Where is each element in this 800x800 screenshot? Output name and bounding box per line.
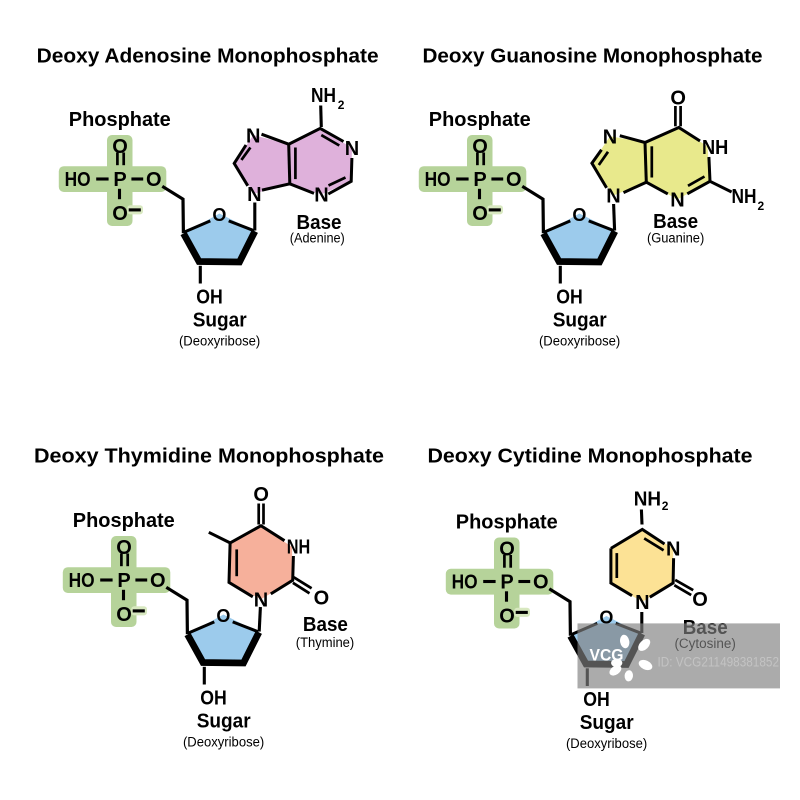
svg-text:HO: HO (65, 169, 91, 191)
svg-text:N: N (603, 127, 617, 149)
svg-text:Sugar: Sugar (193, 310, 247, 332)
svg-text:O: O (499, 606, 515, 628)
svg-text:O: O (506, 169, 522, 191)
svg-text:(Deoxyribose): (Deoxyribose) (183, 734, 264, 750)
svg-text:N: N (670, 190, 684, 212)
svg-text:O: O (112, 136, 128, 158)
svg-text:N: N (246, 125, 260, 147)
svg-text:Sugar: Sugar (580, 712, 634, 734)
svg-text:Deoxy Thymidine Monophosphate: Deoxy Thymidine Monophosphate (34, 446, 384, 468)
svg-text:(Deoxyribose): (Deoxyribose) (179, 333, 260, 349)
svg-text:N: N (635, 592, 649, 614)
svg-text:P: P (117, 570, 130, 592)
svg-text:NH: NH (287, 537, 311, 559)
svg-text:OH: OH (196, 287, 223, 309)
svg-text:2: 2 (338, 98, 345, 112)
svg-text:O: O (150, 570, 166, 592)
svg-text:O: O (499, 539, 515, 561)
svg-text:HO: HO (69, 570, 95, 592)
svg-text:P: P (113, 169, 126, 191)
svg-text:O: O (314, 588, 330, 610)
svg-text:Phosphate: Phosphate (69, 109, 171, 131)
svg-text:OH: OH (200, 688, 227, 710)
svg-text:N: N (314, 185, 328, 207)
svg-text:NH: NH (311, 85, 336, 107)
svg-text:N: N (666, 539, 680, 561)
svg-text:O: O (112, 203, 128, 225)
svg-text:2: 2 (662, 499, 669, 513)
svg-text:O: O (146, 169, 162, 191)
svg-text:(Thymine): (Thymine) (296, 635, 355, 651)
svg-text:Phosphate: Phosphate (73, 510, 175, 532)
svg-text:O: O (253, 484, 269, 506)
svg-text:N: N (247, 184, 261, 206)
svg-text:(Deoxyribose): (Deoxyribose) (566, 735, 647, 751)
svg-text:NH: NH (634, 489, 661, 511)
svg-text:Base: Base (303, 614, 348, 636)
svg-text:O: O (572, 205, 586, 225)
svg-text:Sugar: Sugar (197, 711, 251, 733)
svg-text:Sugar: Sugar (553, 310, 607, 332)
svg-text:ID: VCG211498381852: ID: VCG211498381852 (658, 654, 780, 670)
svg-text:NH: NH (732, 186, 757, 208)
svg-text:O: O (599, 608, 613, 628)
svg-text:(Deoxyribose): (Deoxyribose) (539, 333, 620, 349)
svg-text:2: 2 (758, 199, 765, 213)
svg-text:Phosphate: Phosphate (456, 511, 558, 533)
svg-text:P: P (473, 169, 486, 191)
svg-text:O: O (472, 136, 488, 158)
svg-text:O: O (533, 572, 549, 594)
svg-text:Deoxy Guanosine Monophosphate: Deoxy Guanosine Monophosphate (423, 46, 763, 68)
svg-text:O: O (116, 604, 132, 626)
svg-text:Phosphate: Phosphate (429, 109, 531, 131)
svg-text:O: O (670, 87, 686, 109)
svg-text:O: O (212, 205, 226, 225)
svg-text:O: O (692, 589, 708, 611)
svg-text:Base: Base (297, 212, 342, 234)
svg-text:P: P (500, 572, 513, 594)
svg-text:O: O (116, 537, 132, 559)
svg-text:OH: OH (583, 689, 610, 711)
svg-text:(Guanine): (Guanine) (647, 231, 704, 247)
svg-text:N: N (345, 138, 359, 160)
svg-text:N: N (606, 186, 620, 208)
svg-text:OH: OH (556, 287, 583, 309)
svg-text:Base: Base (653, 211, 698, 233)
svg-text:N: N (254, 590, 268, 612)
svg-text:O: O (216, 606, 230, 626)
svg-text:Deoxy Adenosine Monophosphate: Deoxy Adenosine Monophosphate (37, 46, 379, 68)
svg-text:O: O (472, 203, 488, 225)
svg-text:HO: HO (452, 572, 478, 594)
svg-text:(Adenine): (Adenine) (290, 230, 345, 246)
svg-text:Deoxy Cytidine Monophosphate: Deoxy Cytidine Monophosphate (428, 446, 753, 468)
svg-text:NH: NH (702, 137, 728, 159)
svg-text:HO: HO (425, 169, 451, 191)
